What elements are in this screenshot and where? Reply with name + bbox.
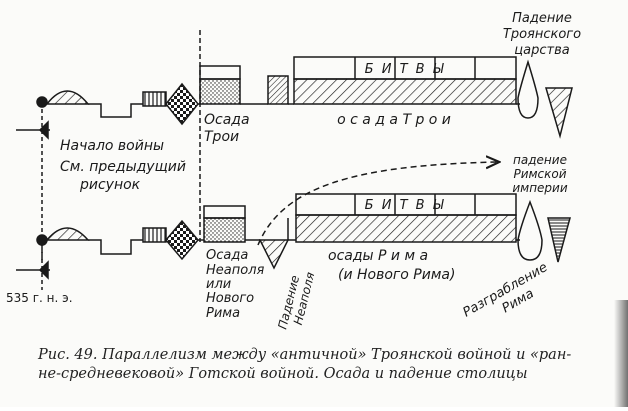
start-war-label-3: рисунок — [79, 177, 141, 193]
naples-label-4: Нового — [206, 291, 254, 306]
bottom-siege-box-dotted — [203, 217, 246, 243]
top-battles-label: Б И Т В Ы — [365, 62, 446, 77]
bottom-lined-block — [142, 227, 167, 243]
bottom-fall-label-1: падение — [513, 153, 567, 167]
top-checkered-diamond — [165, 82, 199, 126]
sack-rome-rotated: Разграбление Рима — [461, 260, 551, 321]
rome-siege-label-2: (и Нового Рима) — [338, 267, 455, 283]
start-war-label-2: См. предыдущий — [60, 159, 186, 175]
top-siege-box-label-1: Осада — [204, 112, 250, 128]
top-lined-block — [142, 91, 167, 107]
top-dome-shape — [45, 90, 90, 105]
fall-naples-rotated: Падение Неаполя — [275, 271, 317, 331]
bottom-start-flag — [38, 260, 49, 280]
bottom-fall-label-2: Римской — [513, 167, 566, 181]
bottom-baseline — [42, 239, 520, 255]
naples-label-5: Рима — [206, 306, 240, 321]
top-drop-shape — [517, 59, 539, 119]
start-war-label-1: Начало войны — [60, 138, 164, 154]
top-hatched-triangle — [545, 87, 573, 139]
bottom-siege-box-top — [203, 205, 246, 219]
naples-label-3: или — [206, 277, 231, 292]
date-label: 535 г. н. э. — [6, 291, 73, 305]
top-start-dot — [36, 96, 48, 108]
naples-label-2: Неаполя — [206, 263, 265, 278]
bottom-row — [16, 193, 571, 290]
top-fall-label-2: Троянского — [503, 27, 581, 42]
top-siege-box-top — [199, 65, 241, 80]
bottom-lined-triangle — [547, 217, 571, 263]
scan-shadow-edge — [614, 300, 628, 407]
battle-bar-dividers — [354, 57, 476, 215]
bottom-battles-label: Б И Т В Ы — [365, 198, 446, 213]
caption-line-1: Рис. 49. Параллелизм между «античной» Тр… — [38, 347, 572, 363]
bottom-fall-label-3: империи — [512, 181, 567, 195]
figure-caption: Рис. 49. Параллелизм между «античной» Тр… — [38, 346, 608, 384]
top-siege-bar — [293, 78, 517, 105]
bottom-siege-bar — [295, 214, 517, 243]
top-row — [16, 56, 573, 262]
bottom-checkered-diamond — [165, 219, 199, 261]
caption-line-2: не-средневековой» Готской войной. Осада … — [38, 366, 528, 382]
top-small-hatched-block — [267, 75, 289, 105]
bottom-dome-shape — [45, 227, 90, 241]
curved-dashed-arrow — [257, 162, 498, 246]
naples-label-1: Осада — [206, 248, 248, 263]
top-start-flag — [38, 120, 49, 140]
bottom-drop-shape — [517, 199, 543, 261]
bottom-small-triangle — [258, 239, 290, 270]
top-siege-box-dotted — [199, 78, 241, 105]
top-siege-box-label-2: Трои — [204, 129, 239, 145]
rome-siege-label-1: осады Р и м а — [328, 248, 428, 264]
top-fall-label-1: Падение — [512, 11, 572, 26]
top-fall-label-3: царства — [514, 43, 569, 58]
top-siege-troy-label: о с а д а Т р о и — [337, 112, 451, 128]
